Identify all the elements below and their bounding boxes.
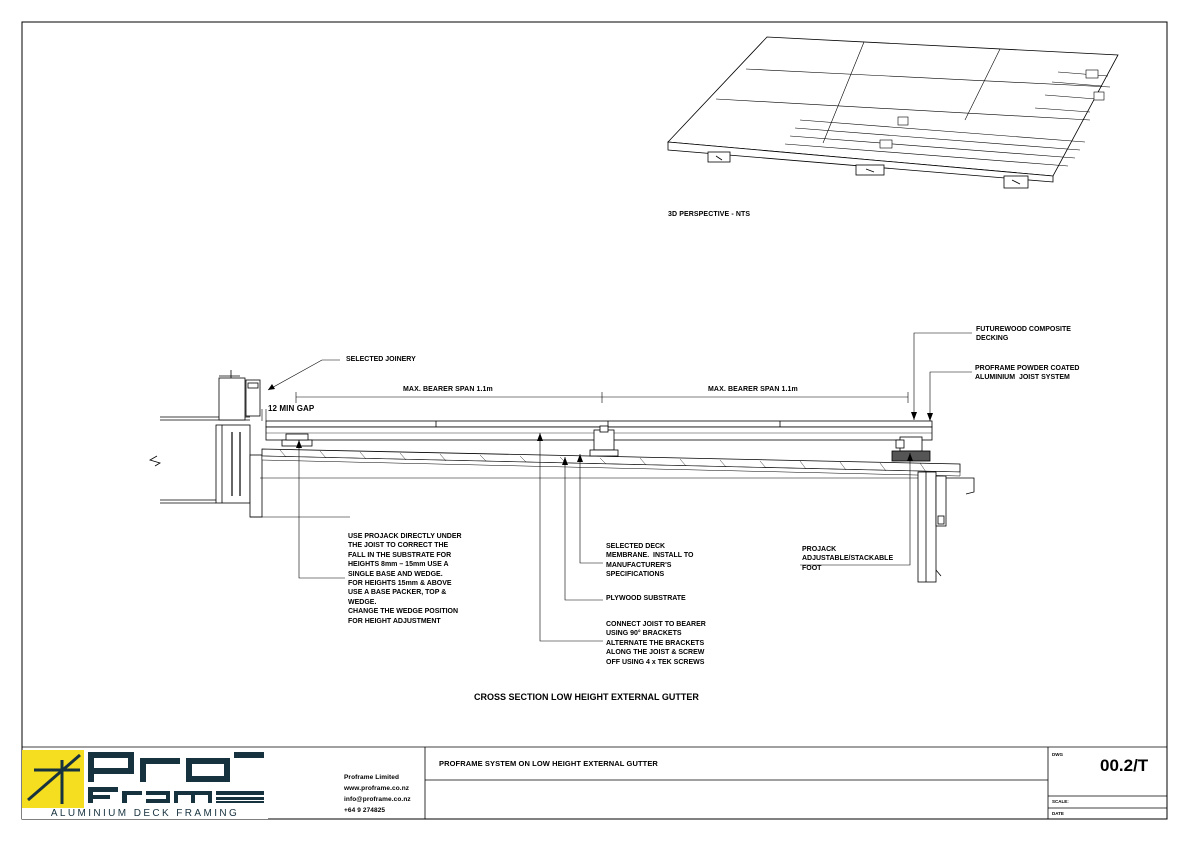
company-phone: +64 9 274825 (344, 807, 386, 814)
logo-tagline-band (22, 808, 268, 819)
label-projack-foot: PROJACK ADJUSTABLE/STACKABLE FOOT (802, 546, 894, 572)
label-joinery: SELECTED JOINERY (346, 356, 416, 363)
dimension-lines (261, 392, 909, 421)
company-name: Proframe Limited (344, 774, 400, 781)
sheet-border (21, 21, 1168, 820)
drawing-number-label: DWG (1052, 752, 1063, 757)
label-brackets: CONNECT JOIST TO BEARER USING 90° BRACKE… (606, 621, 706, 666)
drawing-number: 00.2/T (1100, 756, 1149, 775)
logo-wordmark-shapes (88, 752, 264, 803)
label-plywood: PLYWOOD SUBSTRATE (606, 595, 686, 602)
scale-label: SCALE: (1052, 799, 1069, 804)
min-gap-dimension: 12 MIN GAP (268, 404, 315, 413)
leader-lines (267, 332, 972, 642)
title-block (22, 746, 1167, 819)
logo-tagline: ALUMINIUM DECK FRAMING (50, 808, 240, 819)
perspective-caption: 3D PERSPECTIVE - NTS (668, 211, 751, 218)
proframe-logo (22, 750, 268, 819)
company-email: info@proframe.co.nz (344, 796, 411, 803)
wall-joinery (148, 370, 942, 579)
plywood-substrate (260, 448, 975, 583)
label-decking: FUTUREWOOD COMPOSITE DECKING (976, 326, 1071, 343)
date-label: DATE (1052, 811, 1064, 816)
label-projack-usage: USE PROJACK DIRECTLY UNDER THE JOIST TO … (348, 533, 462, 625)
section-title: CROSS SECTION LOW HEIGHT EXTERNAL GUTTER (474, 692, 699, 702)
label-joist-system: PROFRAME POWDER COATED ALUMINIUM JOIST S… (975, 365, 1080, 382)
perspective-view (667, 36, 1119, 189)
label-membrane: SELECTED DECK MEMBRANE. INSTALL TO MANUF… (606, 543, 694, 579)
drawing-title: PROFRAME SYSTEM ON LOW HEIGHT EXTERNAL G… (439, 759, 658, 768)
logo-square-mark (27, 753, 81, 804)
span-right-dimension: MAX. BEARER SPAN 1.1m (708, 386, 798, 393)
cross-section (148, 332, 975, 642)
leader-arrows (268, 384, 933, 465)
company-website: www.proframe.co.nz (344, 785, 410, 792)
span-left-dimension: MAX. BEARER SPAN 1.1m (403, 386, 493, 393)
